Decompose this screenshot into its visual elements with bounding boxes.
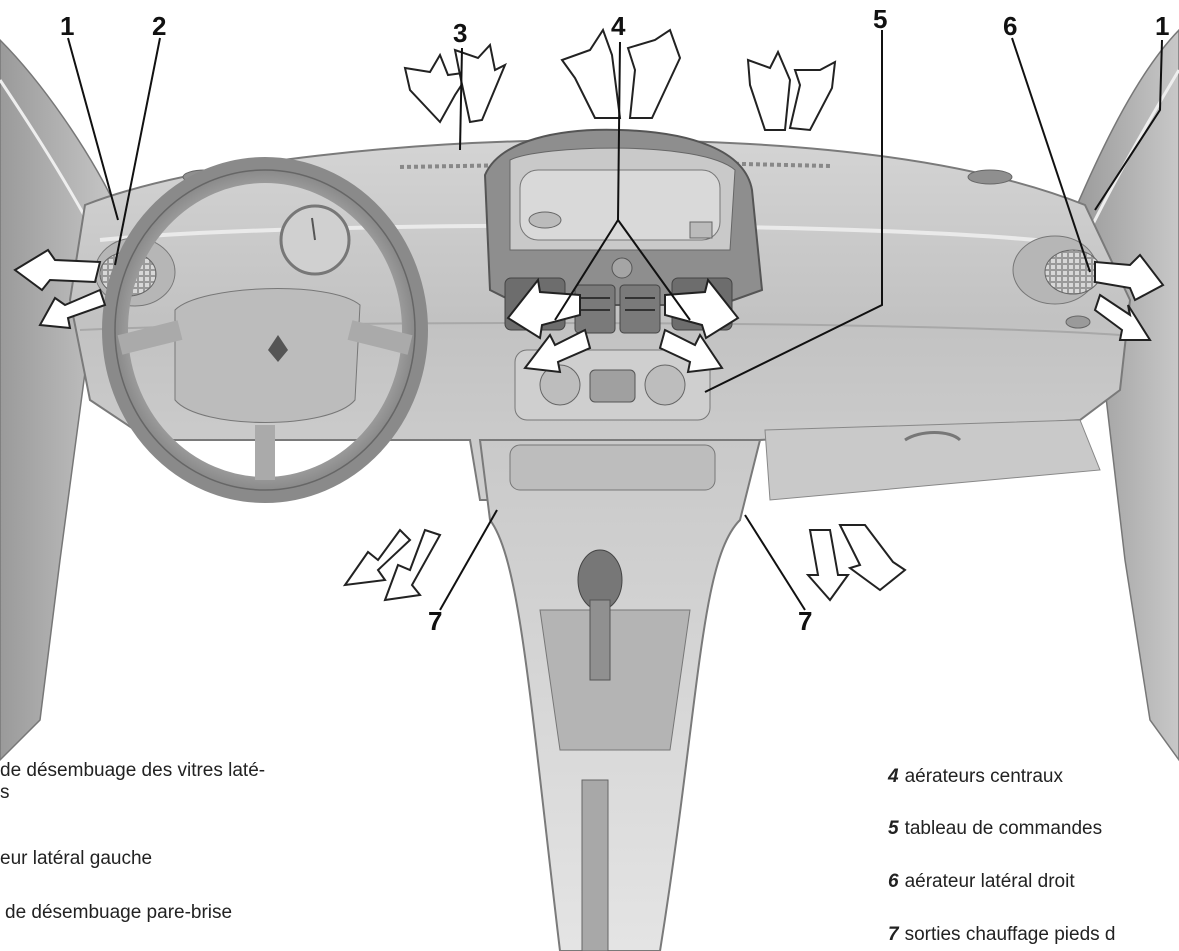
callout-7-left: 7 xyxy=(428,606,442,636)
airflow-arrow xyxy=(664,277,740,340)
callout-4: 4 xyxy=(611,11,626,41)
airflow-arrow xyxy=(342,528,412,587)
airflow-arrow xyxy=(523,328,592,374)
airflow-arrow xyxy=(506,277,581,340)
leader-line xyxy=(704,30,883,393)
airflow-arrow xyxy=(403,52,473,124)
legend-left-1-line1: de désembuage des vitres laté- xyxy=(0,760,266,781)
legend-right-6-num: 6 xyxy=(888,871,899,892)
airflow-arrow xyxy=(1093,293,1152,341)
legend-right-5-num: 5 xyxy=(888,818,899,839)
airflow-arrow xyxy=(1094,253,1165,302)
leader-line xyxy=(617,219,691,321)
legend-right-7-num: 7 xyxy=(888,924,899,945)
callout-6: 6 xyxy=(1003,11,1017,41)
legend-right-7-text: sorties chauffage pieds d xyxy=(904,924,1116,945)
callout-7-right: 7 xyxy=(798,606,812,636)
leader-line xyxy=(1094,39,1163,211)
leader-line xyxy=(459,47,463,151)
airflow-arrow xyxy=(658,328,724,374)
airflow-arrows xyxy=(13,27,1165,602)
airflow-arrow xyxy=(626,28,682,119)
instrument-pod xyxy=(483,128,764,306)
legend-left-3: de désembuage pare-brise xyxy=(5,902,232,924)
leader-line xyxy=(744,514,806,611)
leader-line xyxy=(114,37,161,266)
airflow-arrow xyxy=(746,49,792,131)
legend-left-2-text: eur latéral gauche xyxy=(0,848,153,869)
callout-3: 3 xyxy=(453,18,467,48)
airflow-arrow xyxy=(383,528,442,602)
callout-1-left: 1 xyxy=(60,11,74,41)
callout-numbers: 1 2 3 4 5 6 1 7 7 xyxy=(60,4,1169,636)
legend-right-4-num: 4 xyxy=(888,766,899,787)
steering-wheel xyxy=(102,157,428,503)
control-panel xyxy=(514,349,711,421)
legend-left-2: eur latéral gauche xyxy=(0,848,152,870)
leader-lines xyxy=(67,30,1163,611)
legend-left-1: de désembuage des vitres laté- s xyxy=(0,760,265,804)
legend-left-1-line2: s xyxy=(0,782,10,803)
glove-box xyxy=(764,419,1101,501)
center-console xyxy=(478,439,762,951)
leader-line xyxy=(439,509,498,611)
airflow-arrow xyxy=(453,42,507,124)
airflow-arrow xyxy=(838,524,907,592)
legend-left-3-text: de désembuage pare-brise xyxy=(5,902,233,923)
leader-line xyxy=(67,37,119,221)
callout-2: 2 xyxy=(152,11,166,41)
callout-5: 5 xyxy=(873,4,887,34)
airflow-arrow xyxy=(805,529,850,602)
leader-line xyxy=(1011,37,1091,273)
legend-right-6-text: aérateur latéral droit xyxy=(904,871,1075,892)
airflow-arrow xyxy=(38,288,107,330)
airflow-arrow xyxy=(560,27,622,119)
airflow-arrow xyxy=(13,248,102,292)
legend-right-5-text: tableau de commandes xyxy=(904,818,1103,839)
airflow-arrow xyxy=(788,60,837,132)
callout-1-right: 1 xyxy=(1155,11,1169,41)
legend-right-4-text: aérateurs centraux xyxy=(904,766,1063,787)
